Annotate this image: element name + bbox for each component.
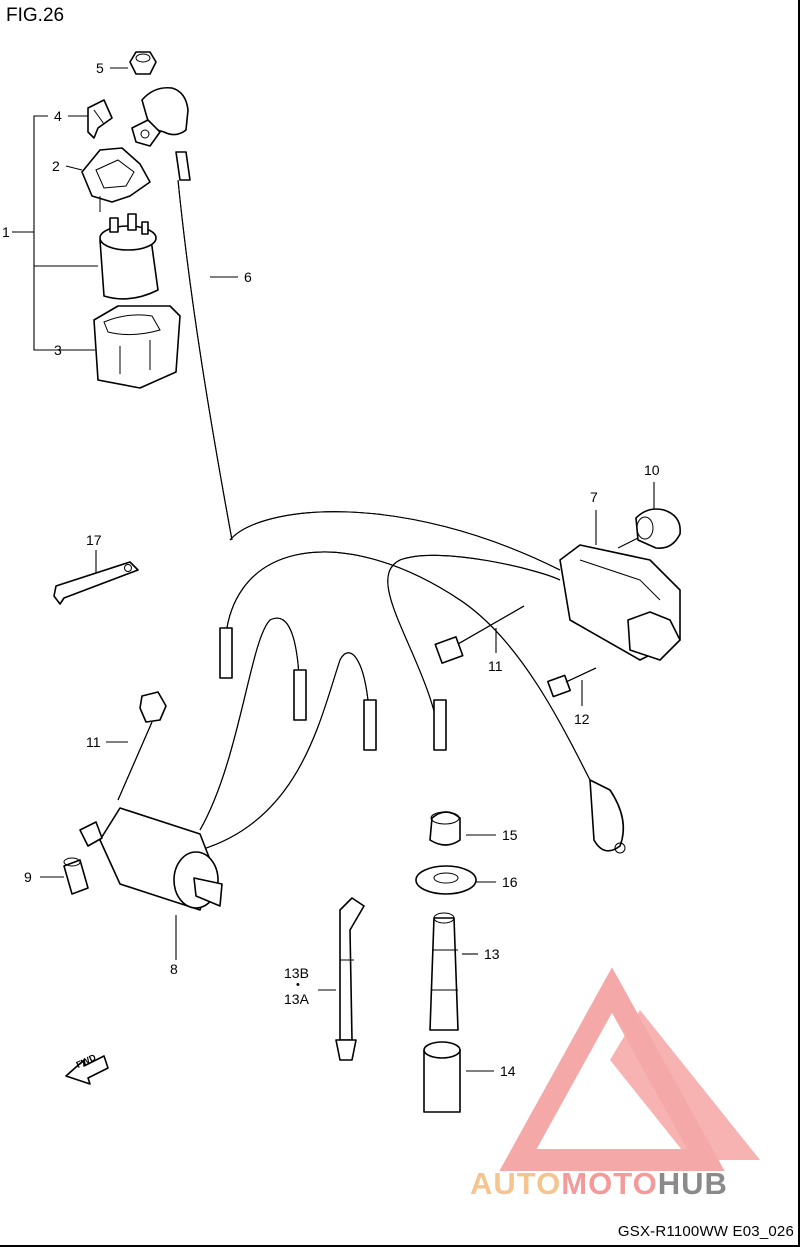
callout-2: 2: [52, 158, 60, 174]
callout-13: 13: [484, 946, 500, 962]
callout-11-lower: 11: [86, 734, 101, 750]
bolt-11-lower: [117, 691, 167, 801]
figure-title: FIG.26: [6, 5, 65, 26]
callout-3: 3: [54, 342, 62, 358]
callout-separator-dot: •: [296, 979, 300, 991]
ignition-coil-7: [559, 544, 681, 661]
callout-9: 9: [24, 869, 32, 885]
callout-17: 17: [86, 532, 102, 548]
spark-plug-cap-13: [429, 912, 459, 1031]
callout-13a: 13A: [284, 991, 309, 1007]
relay-cushion-3: [93, 305, 181, 389]
callout-8: 8: [170, 961, 178, 977]
callout-14: 14: [500, 1063, 516, 1079]
forward-arrow-icon: [65, 1055, 109, 1085]
cap-9: [63, 857, 89, 895]
washer-16: [415, 865, 477, 895]
bolt-12: [547, 667, 597, 698]
spark-plug-cap-13a: [335, 897, 365, 1061]
ignition-coil-8: [79, 807, 223, 911]
callout-16: 16: [502, 874, 518, 890]
callout-4: 4: [54, 108, 62, 124]
watermark-part-2: MOTO: [561, 1166, 658, 1201]
clamp-17: [53, 561, 139, 605]
callout-13b: 13B: [284, 965, 309, 981]
watermark-logo: [499, 967, 760, 1171]
callout-6: 6: [244, 269, 252, 285]
bolt-11-upper: [434, 605, 525, 664]
callout-15: 15: [502, 827, 518, 843]
cap-10: [635, 508, 681, 550]
harness-wires: [199, 511, 626, 854]
cap-14: [423, 1041, 461, 1113]
watermark-part-3: HUB: [657, 1166, 728, 1201]
cover-2: [81, 147, 151, 212]
diagram-code: GSX-R1100WW E03_026: [617, 1223, 794, 1240]
callout-11-upper: 11: [488, 658, 503, 674]
lead-wire-6: [131, 86, 233, 541]
fuse-4: [87, 99, 113, 139]
watermark-text: AUTOMOTOHUB: [470, 1166, 728, 1202]
callout-7: 7: [590, 489, 598, 505]
callout-10: 10: [644, 462, 660, 478]
grommet-15: [429, 811, 461, 846]
watermark-part-1: AUTO: [470, 1166, 562, 1201]
starter-relay-1: [99, 213, 159, 300]
bracket-group-1: [12, 115, 98, 351]
callout-1: 1: [2, 224, 10, 240]
callout-5: 5: [96, 60, 104, 76]
callout-12: 12: [574, 711, 590, 727]
nut-5: [129, 51, 157, 75]
